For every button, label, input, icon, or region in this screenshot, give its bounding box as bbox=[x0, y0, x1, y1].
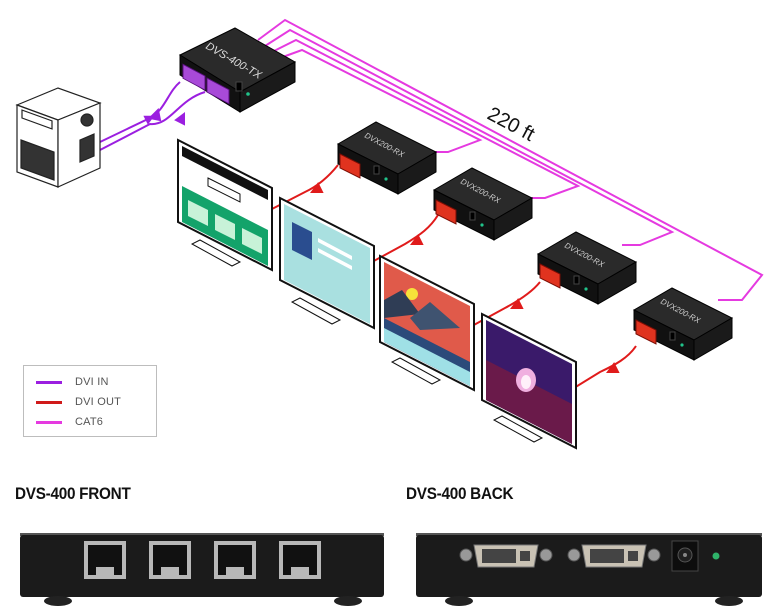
dvi-out-cable-3 bbox=[471, 281, 541, 327]
receiver-device-2: DVX200-RX bbox=[432, 167, 534, 241]
legend-item-dvi-in: DVI IN bbox=[36, 375, 109, 389]
dvi-out-cable-1 bbox=[269, 164, 339, 211]
back-title: DVS-400 BACK bbox=[406, 484, 514, 503]
distance-label: 220 ft bbox=[484, 103, 539, 146]
monitor-2 bbox=[279, 196, 375, 330]
legend-swatch bbox=[36, 380, 62, 384]
rj45-port-4 bbox=[279, 541, 321, 579]
monitor-4 bbox=[481, 312, 577, 450]
legend-item-cat6: CAT6 bbox=[36, 415, 103, 429]
monitor-1 bbox=[177, 138, 273, 272]
front-panel-image bbox=[20, 533, 384, 606]
dvi-in-cable-2 bbox=[99, 91, 206, 151]
legend-label: CAT6 bbox=[75, 416, 104, 428]
legend: DVI IN DVI OUT CAT6 bbox=[23, 365, 157, 437]
dvi-out-cable-4 bbox=[573, 345, 637, 389]
monitor-3 bbox=[379, 254, 475, 392]
dvi-port-2 bbox=[567, 544, 661, 568]
rj45-port-1 bbox=[84, 541, 126, 579]
connection-diagram: DVS-400-TX DVX200-RX DVX200-RX DVX200-RX bbox=[15, 18, 764, 450]
transmitter-device: DVS-400-TX bbox=[178, 27, 297, 113]
rj45-port-2 bbox=[149, 541, 191, 579]
rj45-port-3 bbox=[214, 541, 256, 579]
receiver-device-1: DVX200-RX bbox=[336, 121, 438, 195]
cat6-cable-3 bbox=[271, 38, 581, 199]
cat6-cable-2 bbox=[264, 28, 675, 246]
cat6-cable-1 bbox=[257, 18, 764, 301]
legend-label: DVI IN bbox=[75, 376, 109, 388]
legend-swatch bbox=[36, 400, 62, 404]
cat6-cables bbox=[257, 18, 764, 301]
back-panel-image bbox=[416, 533, 762, 606]
cat6-cable-4 bbox=[279, 48, 483, 153]
legend-label: DVI OUT bbox=[75, 396, 122, 408]
power-jack-icon bbox=[671, 540, 699, 572]
dvi-out-cable-2 bbox=[371, 214, 439, 263]
legend-swatch bbox=[36, 420, 62, 424]
dvi-port-1 bbox=[459, 544, 553, 568]
legend-item-dvi-out: DVI OUT bbox=[36, 395, 121, 409]
front-title: DVS-400 FRONT bbox=[15, 484, 131, 503]
dvi-in-cables bbox=[99, 81, 206, 151]
receiver-device-4: DVX200-RX bbox=[632, 287, 734, 361]
dvi-in-cable-1 bbox=[99, 81, 181, 143]
computer-tower-icon bbox=[15, 87, 102, 188]
dvi-out-cables bbox=[269, 164, 637, 389]
power-led-icon bbox=[712, 552, 720, 560]
receiver-device-3: DVX200-RX bbox=[536, 231, 638, 305]
